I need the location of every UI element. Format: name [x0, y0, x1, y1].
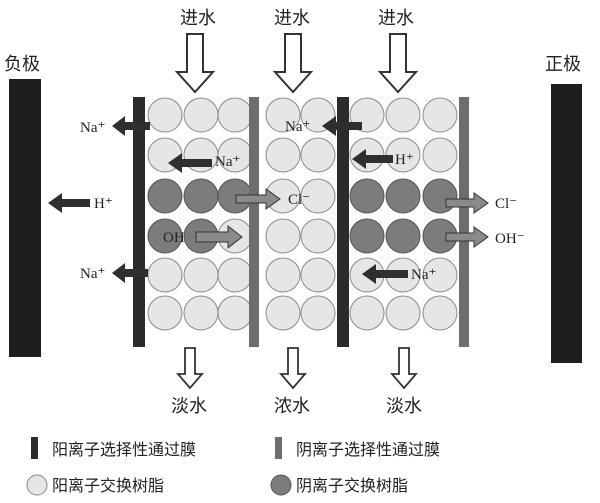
cation-resin-bead [183, 257, 219, 293]
outlet-label-3: 淡水 [386, 396, 422, 417]
cation-resin-bead [147, 257, 183, 293]
outlet-label-1: 淡水 [171, 396, 207, 417]
cation-resin-bead [183, 295, 219, 331]
negative-electrode-label: 负极 [4, 54, 40, 75]
outlet-arrow-2 [280, 347, 306, 389]
cation-resin-bead [422, 257, 458, 293]
h-arrow-2 [352, 149, 393, 169]
na-arrow-5 [362, 264, 408, 284]
ion-cl-1: Cl⁻ [288, 192, 310, 208]
cation-resin-bead [385, 97, 421, 133]
cl-arrow-1 [235, 188, 281, 210]
cation-resin-bead [422, 137, 458, 173]
h-arrow-cathode [48, 193, 90, 213]
cl-arrow-anode [445, 192, 489, 214]
legend-cation-resin-swatch [26, 474, 48, 496]
inlet-label-3: 进水 [378, 8, 414, 29]
cation-resin-bead [265, 218, 301, 254]
anion-resin-bead [147, 178, 183, 214]
ion-h-1: H⁺ [94, 196, 113, 212]
ion-na-2: Na⁺ [215, 154, 240, 170]
anion-resin-bead [349, 218, 385, 254]
cation-membrane-2 [337, 97, 349, 347]
positive-electrode-label: 正极 [545, 54, 581, 75]
ion-oh-2: OH⁻ [495, 231, 525, 247]
cation-resin-bead [265, 137, 301, 173]
inlet-label-2: 进水 [274, 8, 310, 29]
cation-resin-bead [422, 295, 458, 331]
anion-resin-bead [147, 218, 183, 254]
inlet-arrow-3 [379, 33, 417, 93]
cation-resin-bead [217, 295, 253, 331]
positive-electrode [551, 84, 582, 363]
resin-grid [147, 97, 458, 331]
cation-resin-bead [300, 218, 336, 254]
legend-cation-resin-label: 阳离子交换树脂 [52, 476, 164, 495]
legend-anion-membrane-label: 阴离子选择性通过膜 [296, 440, 440, 459]
anion-resin-bead [349, 178, 385, 214]
legend-anion-resin-label: 阴离子交换树脂 [296, 476, 408, 495]
legend-cation-membrane-swatch [31, 437, 38, 459]
outlet-arrow-3 [391, 347, 417, 389]
oh-arrow-anode [445, 226, 489, 248]
cation-resin-bead [265, 97, 301, 133]
ion-na-5: Na⁺ [411, 267, 436, 283]
cation-resin-bead [422, 97, 458, 133]
inlet-arrow-1 [176, 33, 214, 93]
na-arrow-2 [168, 153, 212, 173]
cation-resin-bead [300, 295, 336, 331]
ion-h-2: H⁺ [395, 152, 414, 168]
na-arrow-3 [112, 263, 148, 283]
cation-resin-bead [385, 295, 421, 331]
cation-resin-bead [265, 257, 301, 293]
ion-na-1: Na⁺ [80, 120, 105, 136]
cation-resin-bead [300, 137, 336, 173]
inlet-arrow-2 [274, 33, 312, 93]
anion-resin-bead [385, 218, 421, 254]
outlet-label-2: 浓水 [274, 396, 310, 417]
legend-anion-resin-swatch [270, 474, 292, 496]
anion-resin-bead [422, 178, 458, 214]
ion-na-3: Na⁺ [80, 266, 105, 282]
cation-resin-bead [300, 178, 336, 214]
legend-cation-membrane-label: 阳离子选择性通过膜 [52, 440, 196, 459]
negative-electrode [9, 79, 41, 357]
cation-resin-bead [183, 97, 219, 133]
anion-membrane-1 [249, 97, 259, 347]
anion-resin-bead [385, 178, 421, 214]
na-arrow-1 [112, 116, 150, 136]
cation-membrane-1 [133, 97, 145, 347]
ion-oh-1: OH [163, 230, 185, 246]
cation-resin-bead [147, 97, 183, 133]
ion-cl-2: Cl⁻ [495, 196, 517, 212]
legend-anion-membrane-swatch [275, 437, 282, 459]
ion-na-4: Na⁺ [285, 119, 310, 135]
cation-resin-bead [217, 97, 253, 133]
cation-resin-bead [349, 295, 385, 331]
anion-membrane-2 [459, 97, 469, 347]
outlet-arrow-1 [177, 347, 203, 389]
anion-resin-bead [183, 178, 219, 214]
cation-resin-bead [300, 257, 336, 293]
cation-resin-bead [265, 295, 301, 331]
cation-resin-bead [147, 295, 183, 331]
inlet-label-1: 进水 [180, 8, 216, 29]
cation-resin-bead [217, 257, 253, 293]
na-arrow-4 [322, 116, 362, 136]
oh-arrow-1 [195, 224, 243, 250]
